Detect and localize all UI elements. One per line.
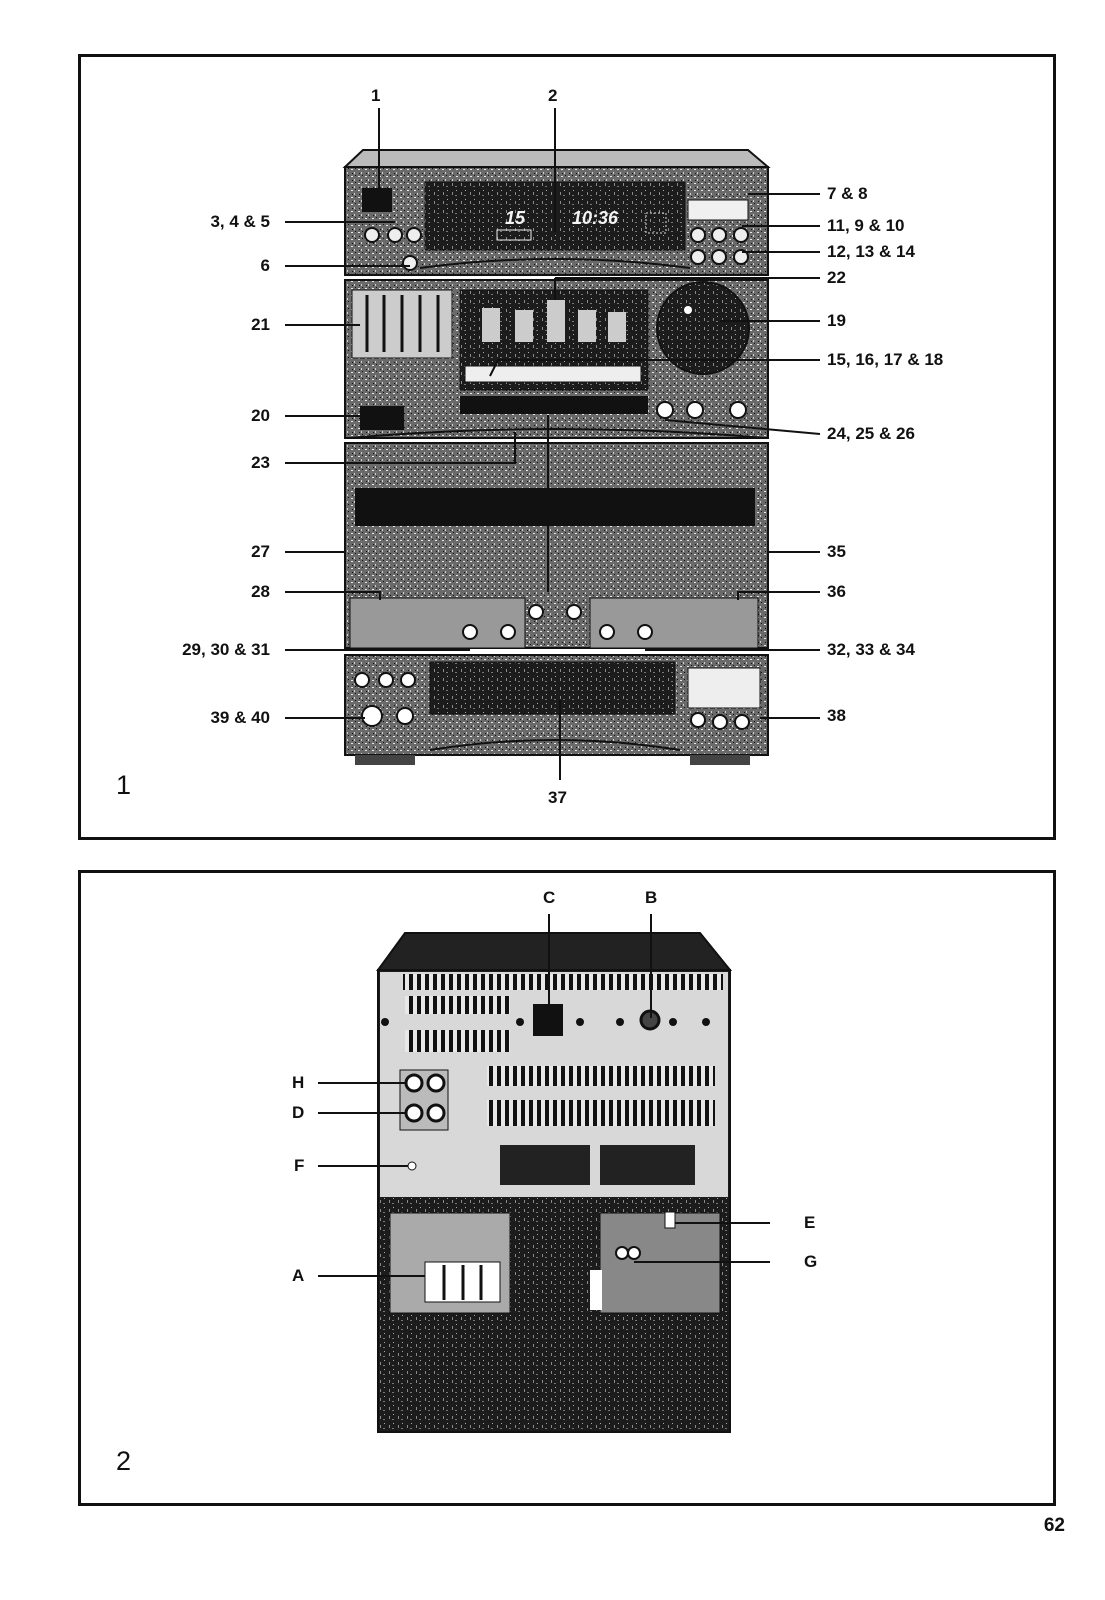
callout-29-30-31: 29, 30 & 31 [182, 640, 270, 659]
callout-27: 27 [251, 542, 270, 561]
callout-19: 19 [827, 311, 846, 330]
page-number: 62 [1043, 1515, 1065, 1536]
figure-2-leader-lines [318, 914, 770, 1277]
callout-35: 35 [827, 542, 846, 561]
callout-12-13-14: 12, 13 & 14 [827, 242, 915, 261]
callout-20: 20 [251, 406, 270, 425]
callout-37: 37 [548, 788, 567, 807]
figure-2-panel [78, 870, 1056, 1506]
callout-23: 23 [251, 453, 270, 472]
callout-E: E [804, 1213, 816, 1232]
callout-A: A [292, 1266, 305, 1285]
callout-2: 2 [548, 86, 558, 105]
callout-1: 1 [371, 86, 381, 105]
callout-38: 38 [827, 706, 846, 725]
figure-1-panel [78, 54, 1056, 840]
callout-F: F [294, 1156, 305, 1175]
figure-2-number: 2 [116, 1446, 132, 1476]
callout-39-40: 39 & 40 [210, 708, 270, 727]
callout-22: 22 [827, 268, 846, 287]
callout-H: H [292, 1073, 305, 1092]
callout-21: 21 [251, 315, 270, 334]
callout-11-9-10: 11, 9 & 10 [827, 216, 905, 235]
callout-7-8: 7 & 8 [827, 184, 868, 203]
callout-G: G [804, 1252, 818, 1271]
figure-1-leader-lines [285, 108, 821, 780]
callout-6: 6 [260, 256, 270, 275]
display-track: 15 [505, 208, 526, 228]
callout-D: D [292, 1103, 305, 1122]
callout-28: 28 [251, 582, 270, 601]
callout-B: B [645, 888, 658, 907]
callout-3-4-5: 3, 4 & 5 [210, 212, 270, 231]
callout-36: 36 [827, 582, 846, 601]
figure-1-number: 1 [116, 770, 132, 800]
callout-24-25-26: 24, 25 & 26 [827, 424, 915, 443]
display-time: 10:36 [572, 208, 619, 228]
stereo-front-illustration [342, 149, 771, 765]
callout-15-16-17-18: 15, 16, 17 & 18 [827, 350, 944, 369]
callout-32-33-34: 32, 33 & 34 [827, 640, 915, 659]
callout-C: C [543, 888, 556, 907]
